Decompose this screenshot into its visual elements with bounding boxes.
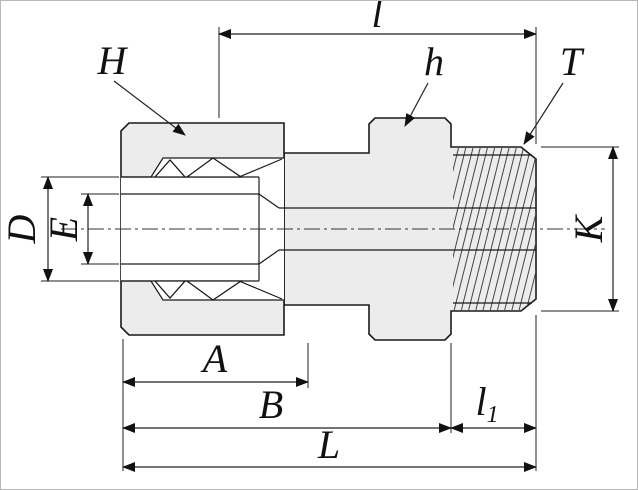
dimension-T: T [523,39,585,145]
dim-label-H: H [97,38,129,83]
dim-label-D: D [1,214,44,244]
dim-label-L: L [317,422,340,467]
front-ferrule-bottom [185,280,244,301]
dim-label-A: A [200,336,228,381]
back-ferrule-top [153,159,187,178]
dim-label-T: T [560,39,585,84]
dimension-L: L [122,315,537,472]
dim-label-h: h [424,39,444,84]
dimension-K: K [541,146,619,312]
dimension-D: D [1,176,119,282]
back-ferrule-bottom [153,280,187,299]
dimension-H: H [97,38,186,136]
connector-body [283,117,537,341]
dim-label-l: l [371,1,382,36]
front-ferrule-top [185,157,244,178]
dimension-h: h [404,39,444,127]
dimension-l1: l1 [450,379,537,433]
dimension-A: A [122,336,309,471]
dimension-B: B [122,343,452,433]
dimension-E: E [41,193,119,265]
dim-label-l1: l1 [475,379,498,428]
bore-and-ferrules [121,157,536,301]
dim-label-E: E [41,217,86,242]
dim-label-B: B [259,382,283,427]
dim-label-K: K [566,213,611,243]
